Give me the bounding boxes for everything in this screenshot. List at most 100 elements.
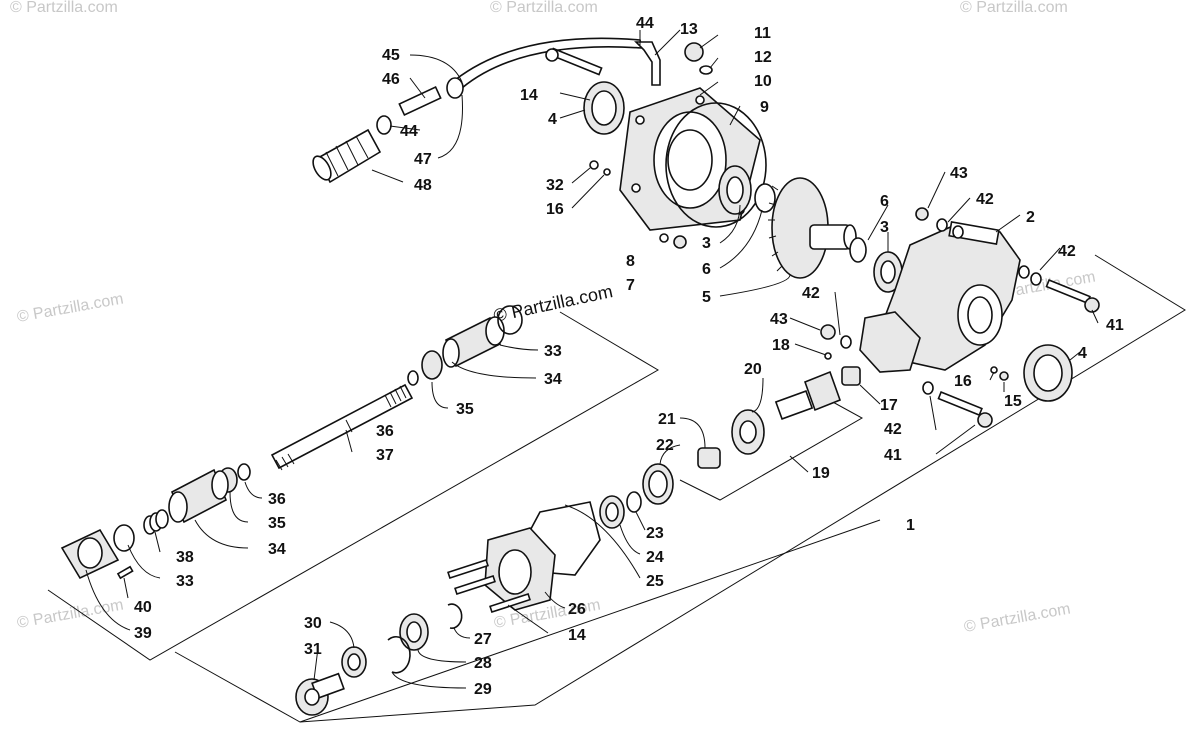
callout-23: 23 <box>646 525 664 542</box>
leader-lines <box>85 29 1099 689</box>
callout-3: 3 <box>702 235 711 252</box>
group-outline-shaft <box>47 311 659 661</box>
callout-43: 43 <box>950 165 968 182</box>
callout-12: 12 <box>754 49 772 66</box>
callout-5: 5 <box>702 289 711 306</box>
callout-14: 14 <box>520 87 538 104</box>
callout-45: 45 <box>382 47 400 64</box>
callout-34: 34 <box>268 541 286 558</box>
drain-plug-part <box>684 42 704 62</box>
callout-34: 34 <box>544 371 562 388</box>
callout-41: 41 <box>884 447 902 464</box>
plug-part-cover <box>589 160 599 170</box>
o-ring-part <box>665 102 767 228</box>
ring-gear-part <box>768 177 857 279</box>
callout-42: 42 <box>1058 243 1076 260</box>
callout-29: 29 <box>474 681 492 698</box>
callout-9: 9 <box>760 99 769 116</box>
washer-part <box>1018 265 1030 279</box>
callout-1: 1 <box>906 517 915 534</box>
callout-6: 6 <box>880 193 889 210</box>
shaft-boot-part-upper <box>442 316 505 368</box>
plug-washer-part-cover <box>603 168 611 176</box>
callout-11: 11 <box>754 25 771 42</box>
callout-6: 6 <box>702 261 711 278</box>
watermark-text: © Partzilla.com <box>16 290 125 325</box>
pinion-bearing-part <box>731 409 765 455</box>
parts-drawings <box>60 37 1100 716</box>
callout-47: 47 <box>414 151 432 168</box>
washer-part <box>952 225 964 239</box>
watermark-text: © Partzilla.com <box>960 0 1068 16</box>
boot-clamp-part-lower <box>113 524 135 552</box>
assembly-group-outlines <box>47 254 1186 723</box>
shaft-ring-part-upper <box>407 370 419 386</box>
nut-part-lower <box>820 324 836 340</box>
watermark-text: © Partzilla.com <box>963 600 1072 635</box>
group-outline-1 <box>174 254 1186 723</box>
callout-42: 42 <box>802 285 820 302</box>
callout-42: 42 <box>976 191 994 208</box>
watermark-text: © Partzilla.com <box>16 596 125 631</box>
callout-2: 2 <box>1026 209 1035 226</box>
flange-screw-part <box>116 565 134 580</box>
group-outline-19 <box>679 394 864 501</box>
callout-21: 21 <box>658 411 676 428</box>
callout-16: 16 <box>954 373 972 390</box>
callout-36: 36 <box>268 491 286 508</box>
callout-39: 39 <box>134 625 152 642</box>
callout-28: 28 <box>474 655 492 672</box>
callout-37: 37 <box>376 447 394 464</box>
pin-part <box>824 352 832 360</box>
callout-20: 20 <box>744 361 762 378</box>
callout-13: 13 <box>680 21 698 38</box>
housing-flange-part <box>859 311 921 373</box>
cap-screw-part <box>545 47 603 76</box>
oil-seal-part-top <box>583 81 625 135</box>
vent-boot-part <box>312 128 382 184</box>
callout-8: 8 <box>626 253 635 270</box>
callout-3: 3 <box>880 219 889 236</box>
shaft-ring-part-lower <box>237 463 251 481</box>
boot-clamp-part-upper <box>497 305 523 335</box>
breather-fitting-part <box>634 41 661 86</box>
hex-bolt-part-lower <box>922 381 993 428</box>
input-bearing-part <box>399 613 429 651</box>
callout-10: 10 <box>754 73 772 90</box>
cap-screw-part-lower <box>447 558 531 614</box>
washer-part <box>936 218 948 232</box>
callout-36: 36 <box>376 423 394 440</box>
callout-16: 16 <box>546 201 564 218</box>
bearing-cup-part <box>642 463 674 505</box>
callout-48: 48 <box>414 177 432 194</box>
group-leader-1 <box>299 519 881 723</box>
bearing-part-upper <box>718 165 752 215</box>
callout-32: 32 <box>546 177 564 194</box>
washer-part <box>840 335 852 349</box>
pilot-bearing-part <box>841 366 861 386</box>
callout-labels: 44 13 11 12 10 45 46 14 4 9 44 47 48 32 … <box>134 15 1124 698</box>
callout-27: 27 <box>474 631 492 648</box>
callout-4: 4 <box>1078 345 1087 362</box>
watermark-text: © Partzilla.com <box>10 0 118 16</box>
retaining-ring-part-lower <box>387 635 411 674</box>
shaft-flange-part <box>60 528 120 580</box>
callout-35: 35 <box>268 515 286 532</box>
watermark-text: © Partzilla.com <box>492 281 615 326</box>
callout-40: 40 <box>134 599 152 616</box>
callout-30: 30 <box>304 615 322 632</box>
drive-shaft-part <box>270 383 414 471</box>
shim-part-lower <box>849 237 867 263</box>
hose-clamp-part-lower <box>376 115 392 135</box>
callout-14: 14 <box>568 627 586 644</box>
callout-26: 26 <box>568 601 586 618</box>
callout-33: 33 <box>176 573 194 590</box>
bearing-part-lower <box>873 251 903 293</box>
callout-38: 38 <box>176 549 194 566</box>
hex-bolt-part-upper <box>1045 279 1100 313</box>
pinion-gear-part <box>774 370 842 420</box>
watermark-text: © Partzilla.com <box>490 0 598 16</box>
callout-44: 44 <box>400 123 418 140</box>
callout-35: 35 <box>456 401 474 418</box>
